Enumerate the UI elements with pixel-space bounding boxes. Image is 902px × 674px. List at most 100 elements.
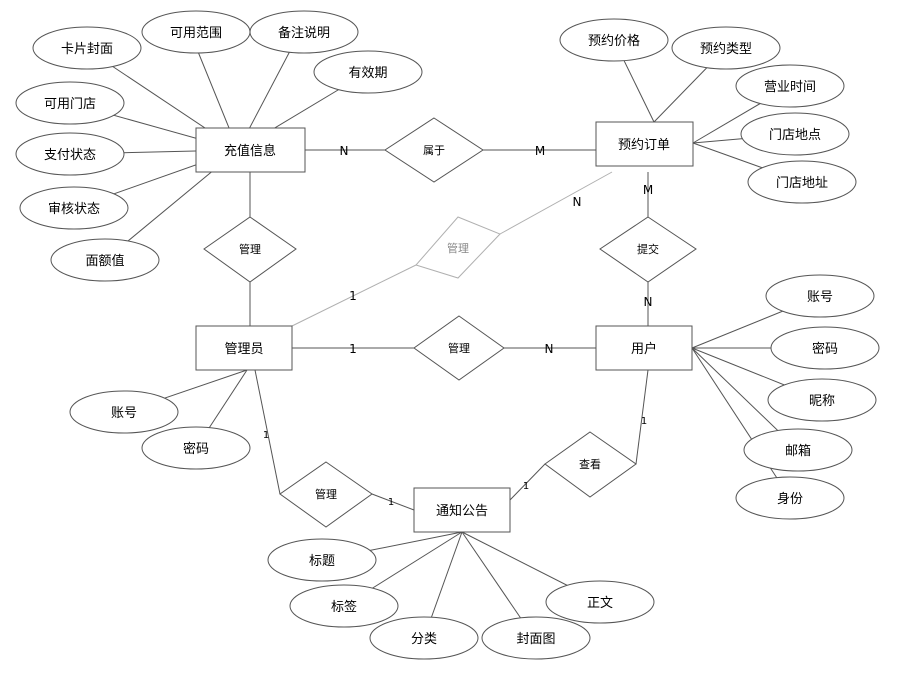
attribute-recharge-review-status <box>19 186 129 230</box>
attribute-notice-body <box>545 580 655 624</box>
cardinality-labels: N M M N 1 N 1 N 1 1 1 1 <box>263 144 653 508</box>
attribute-label: 有效期 <box>348 66 387 81</box>
relation-label: 管理 <box>315 487 337 501</box>
attribute-label: 门店地点 <box>769 128 821 143</box>
attribute-user-account <box>765 274 875 318</box>
attribute-notice-tag <box>289 584 399 628</box>
connector-line <box>691 347 791 499</box>
entity-label: 通知公告 <box>436 503 488 519</box>
attribute-label: 预约类型 <box>700 42 752 57</box>
relation-label: 管理 <box>447 241 469 255</box>
relation-manage-booking <box>415 216 501 279</box>
entity-label: 管理员 <box>224 342 263 357</box>
attribute-label: 可用门店 <box>44 97 96 112</box>
cardinality-label: 1 <box>523 481 529 492</box>
attribute-label: 密码 <box>183 441 209 457</box>
attribute-label: 账号 <box>807 290 833 305</box>
relations <box>203 117 697 528</box>
cardinality-label: 1 <box>388 497 394 508</box>
attribute-booking-hours <box>735 64 845 108</box>
cardinality-label: M <box>535 144 545 158</box>
attribute-label: 审核状态 <box>48 202 100 217</box>
attribute-label: 账号 <box>111 406 137 421</box>
attribute-label: 标题 <box>309 554 335 569</box>
cardinality-label: 1 <box>263 430 269 441</box>
relation-submit <box>599 216 697 283</box>
attribute-label: 营业时间 <box>764 80 816 95</box>
entity-label: 充值信息 <box>224 143 276 159</box>
attribute-admin-account <box>69 390 179 434</box>
cardinality-label: M <box>643 183 653 197</box>
relation-labels: 属于 管理 提交 管理 查看 管理 管理 <box>239 144 659 501</box>
attribute-notice-cover <box>481 616 591 660</box>
attribute-user-password <box>770 326 880 370</box>
attribute-recharge-valid <box>313 50 423 94</box>
entities <box>195 121 694 533</box>
attribute-recharge-store <box>15 81 125 125</box>
faded-connector-lines <box>291 171 613 327</box>
attribute-notice-title <box>267 538 377 582</box>
entity-labels: 充值信息 预约订单 管理员 用户 通知公告 <box>224 138 670 519</box>
attribute-labels: 卡片封面 可用范围 备注说明 有效期 可用门店 支付状态 审核状态 面额值 预约… <box>44 25 838 647</box>
attribute-label: 昵称 <box>809 394 835 409</box>
attribute-label: 备注说明 <box>278 25 330 41</box>
attribute-label: 卡片封面 <box>61 42 113 57</box>
attribute-user-email <box>743 428 853 472</box>
attribute-recharge-pay-status <box>15 132 125 176</box>
relation-manage-user <box>413 315 505 381</box>
attribute-label: 密码 <box>812 341 838 357</box>
entity-notice <box>413 487 511 533</box>
relation-label: 管理 <box>239 242 261 256</box>
relation-manage-notice <box>279 461 373 528</box>
relation-label: 属于 <box>423 144 445 157</box>
relation-belongs <box>384 117 484 183</box>
relation-manage-recharge <box>203 216 297 283</box>
relation-label: 管理 <box>448 341 470 355</box>
connector-line <box>461 531 523 621</box>
relation-label: 查看 <box>579 457 601 471</box>
attribute-label: 标签 <box>331 599 357 615</box>
attribute-recharge-card-cover <box>32 26 142 70</box>
attribute-label: 可用范围 <box>170 26 222 41</box>
attribute-label: 正文 <box>587 596 613 611</box>
entity-label: 用户 <box>631 341 657 357</box>
attribute-booking-price <box>559 18 669 62</box>
cardinality-label: 1 <box>349 342 357 356</box>
entity-label: 预约订单 <box>618 138 670 153</box>
attribute-label: 面额值 <box>85 253 124 269</box>
cardinality-label: N <box>340 144 349 158</box>
attributes <box>15 10 880 660</box>
connector-line <box>635 369 649 465</box>
attribute-user-identity <box>735 476 845 520</box>
attribute-booking-type <box>671 26 781 70</box>
attribute-label: 邮箱 <box>785 443 811 459</box>
cardinality-label: N <box>573 195 582 209</box>
attribute-admin-password <box>141 426 251 470</box>
attribute-booking-location <box>740 112 850 156</box>
cardinality-label: N <box>545 342 554 356</box>
entity-admin <box>195 325 293 371</box>
entity-booking <box>595 121 694 167</box>
attribute-recharge-face-value <box>50 238 160 282</box>
cardinality-label: N <box>644 295 653 309</box>
cardinality-label: 1 <box>349 289 357 303</box>
connector-line <box>509 463 546 501</box>
relation-view <box>544 431 637 498</box>
entity-user <box>595 325 693 371</box>
relation-label: 提交 <box>637 242 659 256</box>
attribute-notice-category <box>369 616 479 660</box>
attribute-label: 身份 <box>777 491 803 507</box>
attribute-label: 封面图 <box>516 632 555 647</box>
attribute-booking-address <box>747 160 857 204</box>
attribute-user-nickname <box>767 378 877 422</box>
connector-line <box>499 171 613 235</box>
entity-recharge <box>195 127 306 173</box>
attribute-recharge-remark <box>249 10 359 54</box>
attribute-label: 门店地址 <box>776 176 828 191</box>
cardinality-label: 1 <box>641 416 647 427</box>
connector-line <box>254 369 281 495</box>
attribute-label: 预约价格 <box>588 33 640 49</box>
attribute-label: 支付状态 <box>44 148 96 163</box>
connector-line <box>371 493 415 511</box>
connector-line <box>291 264 417 327</box>
